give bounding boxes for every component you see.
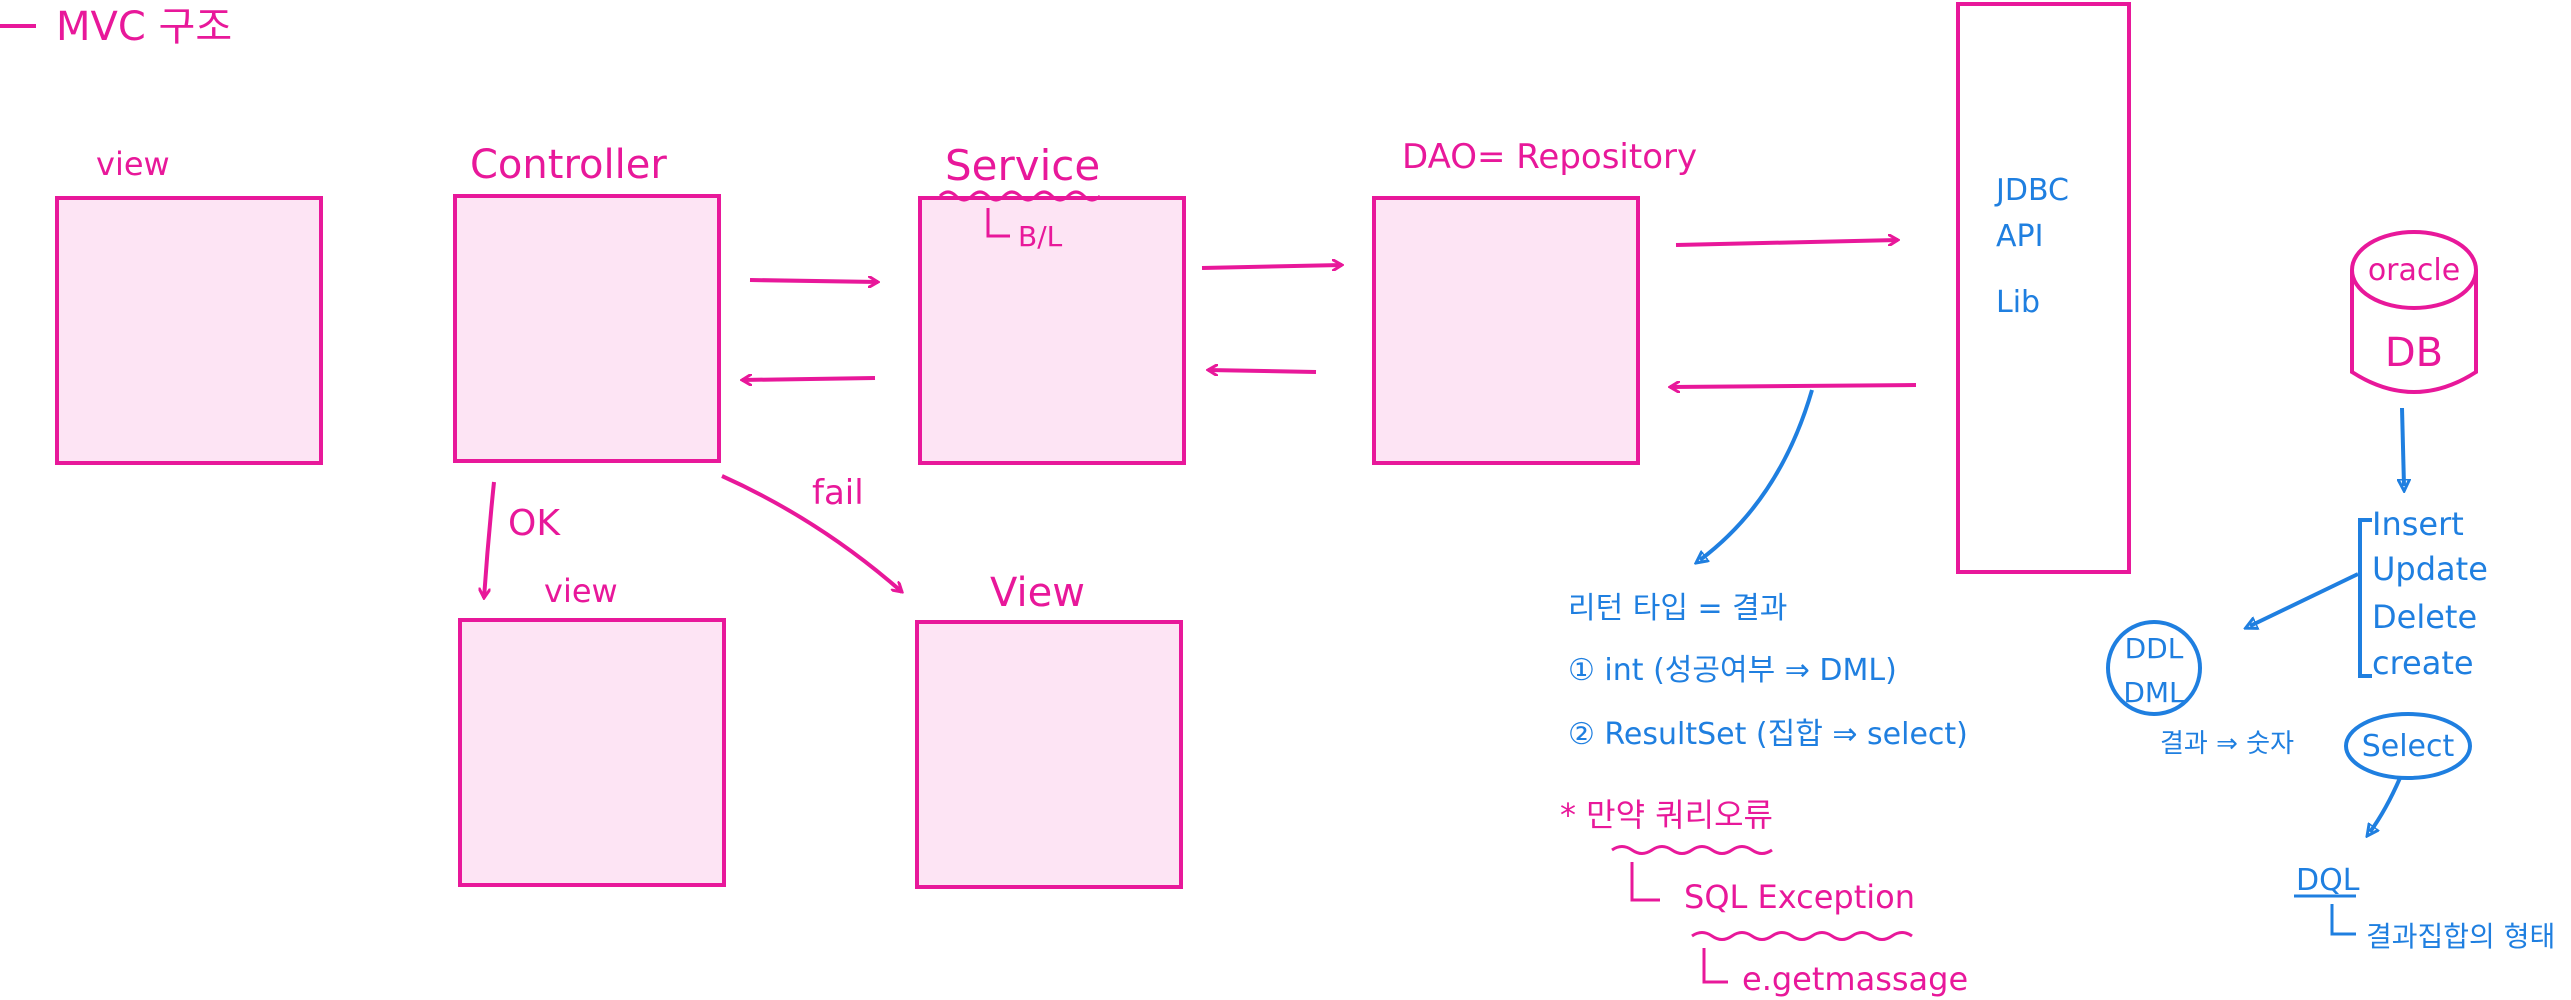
error-note-3: e.getmassage [1742, 960, 1968, 998]
controller-label: Controller [470, 142, 667, 188]
db-cylinder-top [2350, 230, 2478, 310]
arrow-service-to-controller [742, 378, 876, 380]
commands-bracket [2358, 518, 2372, 678]
error-note-2: SQL Exception [1684, 878, 1915, 916]
command-update: Update [2372, 550, 2488, 588]
return-note-2: ① int (성공여부 ⇒ DML) [1568, 653, 1897, 688]
ok-label: OK [508, 503, 561, 544]
diagram-title: MVC 구조 [56, 4, 232, 50]
command-delete: Delete [2372, 598, 2477, 636]
service-box [918, 196, 1186, 465]
return-note-1: 리턴 타입 = 결과 [1568, 591, 1787, 626]
service-sub-label: B/L [1018, 220, 1063, 253]
dql-hook [2330, 904, 2356, 936]
arrow-controller-to-service [749, 280, 878, 282]
ok-view-box [458, 618, 726, 887]
arrow-controller-fail [721, 474, 902, 592]
ddl-label: DDL [2125, 632, 2184, 665]
arrow-return-to-notes [1700, 389, 1814, 560]
service-label: Service [945, 141, 1100, 190]
error-underline-squiggle [1611, 845, 1773, 855]
ok-view-label: view [544, 572, 618, 610]
fail-label: fail [812, 473, 864, 513]
jdbc-line-1: JDBC [1994, 173, 2069, 208]
arrow-controller-ok [484, 481, 496, 598]
command-create: create [2372, 644, 2474, 682]
jdbc-line-3: Lib [1996, 285, 2040, 320]
view-label: view [96, 145, 170, 183]
db-top-label: oracle [2368, 253, 2460, 288]
jdbc-line-2: API [1996, 219, 2043, 254]
jdbc-box [1956, 2, 2131, 574]
arrow-commands-to-ddl [2250, 572, 2359, 626]
dql-label: DQL [2296, 863, 2360, 898]
dml-label: DML [2123, 676, 2185, 709]
view-box [55, 196, 323, 465]
dao-label: DAO= Repository [1402, 137, 1697, 177]
ddl-result: 결과 ⇒ 숫자 [2160, 729, 2294, 759]
dql-result: 결과집합의 형태 [2366, 920, 2555, 953]
return-note-3: ② ResultSet (집합 ⇒ select) [1568, 717, 1968, 752]
fail-view-label: View [990, 570, 1085, 616]
arrow-jdbc-to-dao [1670, 385, 1917, 387]
arrow-db-to-commands [2402, 407, 2404, 486]
exception-underline-squiggle [1691, 931, 1913, 941]
select-label: Select [2362, 729, 2455, 764]
error-hook-2 [1702, 948, 1728, 984]
db-cylinder-body [2350, 270, 2478, 394]
fail-view-box [915, 620, 1183, 889]
arrow-service-to-dao [1201, 265, 1342, 268]
select-oval [2344, 712, 2472, 780]
controller-box [453, 194, 721, 463]
service-underline-squiggle [938, 190, 1102, 202]
service-sub-hook [986, 208, 1010, 238]
arrow-dao-to-service [1208, 370, 1317, 372]
ddl-dml-oval [2106, 620, 2202, 716]
error-note-1: * 만약 쿼리오류 [1560, 796, 1773, 834]
dao-box [1372, 196, 1640, 465]
db-body-label: DB [2385, 330, 2443, 376]
arrow-dao-to-jdbc [1675, 240, 1898, 247]
error-hook-1 [1630, 862, 1660, 902]
command-insert: Insert [2372, 505, 2464, 543]
arrow-select-to-dql [2370, 777, 2402, 832]
